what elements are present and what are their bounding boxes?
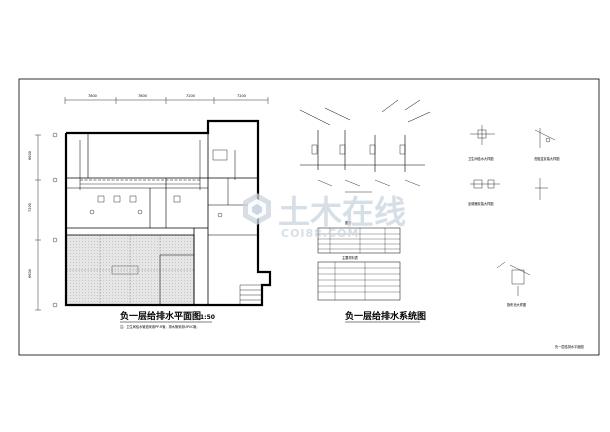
- dim-top-1: 7800: [88, 94, 97, 98]
- detail-title-1: 卫生间给水大样图: [468, 156, 494, 161]
- watermark: 土木在线 COI88.COM: [243, 193, 406, 240]
- material-title: 主要材料表: [342, 255, 359, 260]
- detail-title-3: 坐便器安装大样图: [468, 201, 494, 206]
- watermark-subtext: COI88.COM: [281, 227, 359, 240]
- outer-frame: [18, 78, 600, 356]
- detail-title-4: 拖布池大样图: [507, 302, 526, 307]
- system-diagram: 图例 主要材料表 负一层给排水系统图: [299, 99, 431, 323]
- dim-top-4: 7200: [237, 94, 246, 98]
- title-block: 负一层给排水平面图: [555, 344, 584, 349]
- plan-note: 注：卫生间给水管道采用PP-R管，排水管采用UPVC管。: [120, 324, 200, 329]
- dim-left-1: 6600: [28, 151, 32, 160]
- legend-table: [317, 227, 401, 254]
- detail-drawings: 卫生间给水大样图 洗脸盆安装大样图 坐便器安装大样图 拖布池大样图 负一层给排水…: [468, 125, 584, 349]
- dim-top-2: 7800: [138, 94, 147, 98]
- dim-top-3: 7200: [186, 94, 195, 98]
- watermark-text: 土木在线: [278, 193, 406, 231]
- material-table: [317, 261, 401, 301]
- legend-title: 图例: [345, 220, 351, 225]
- watermark-logo: [243, 193, 271, 225]
- outer-walls: [64, 119, 272, 307]
- plan-scale: 1:50: [200, 314, 215, 321]
- dim-left-2: 7200: [28, 203, 32, 212]
- system-title: 负一层给排水系统图: [345, 310, 426, 322]
- detail-title-2: 洗脸盆安装大样图: [534, 156, 560, 161]
- floor-plan: 7800 7800 7200 7200 6600 7200 6600: [28, 94, 272, 329]
- dim-left-3: 6600: [28, 269, 32, 278]
- plan-title: 负一层给排水平面图: [120, 310, 201, 322]
